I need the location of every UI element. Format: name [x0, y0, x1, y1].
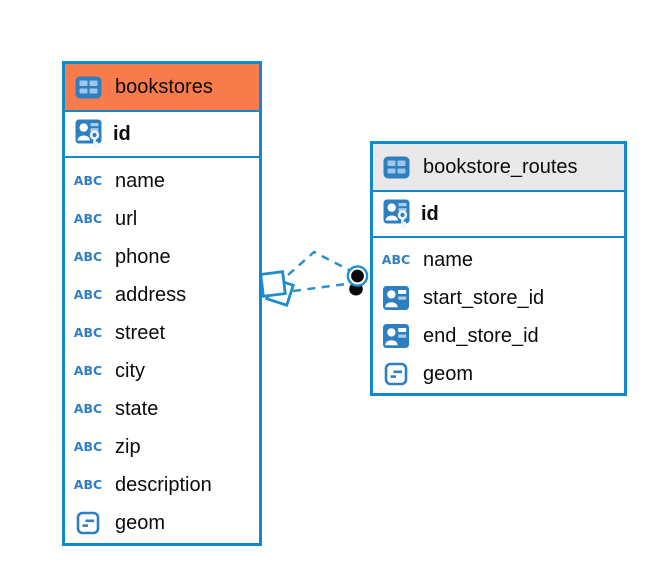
column-name: zip: [115, 435, 141, 458]
column-name: geom: [423, 362, 474, 385]
varchar-abc-icon: ABC: [73, 324, 103, 340]
foreign-key-person-icon: [381, 286, 411, 310]
table-bookstores[interactable]: bookstores id ABC: [62, 61, 262, 546]
column-name: street: [115, 321, 166, 344]
primary-key-person-icon: [73, 119, 103, 149]
table-title: bookstores: [115, 75, 213, 98]
geometry-icon: [73, 511, 103, 535]
column-name: name: [423, 248, 474, 271]
varchar-abc-icon: ABC: [73, 476, 103, 492]
column-row-pk[interactable]: id: [373, 192, 624, 238]
column-row[interactable]: ABC url: [65, 200, 259, 238]
column-list: ABC name start_store_id: [373, 238, 624, 393]
column-row[interactable]: ABC description: [65, 466, 259, 504]
column-list: ABC name ABC url ABC phone ABC address A…: [65, 158, 259, 542]
table-bookstore-routes[interactable]: bookstore_routes id ABC: [370, 141, 627, 396]
column-name: phone: [115, 245, 171, 268]
column-name: description: [115, 473, 212, 496]
varchar-abc-icon: ABC: [73, 248, 103, 264]
column-name: id: [113, 122, 131, 145]
column-name: geom: [115, 511, 166, 534]
column-name: name: [115, 169, 166, 192]
varchar-abc-icon: ABC: [73, 400, 103, 416]
varchar-abc-icon: ABC: [73, 172, 103, 188]
column-row[interactable]: ABC phone: [65, 238, 259, 276]
varchar-abc-icon: ABC: [73, 438, 103, 454]
column-row[interactable]: ABC street: [65, 314, 259, 352]
table-header[interactable]: bookstore_routes: [373, 144, 624, 192]
column-row[interactable]: ABC name: [65, 162, 259, 200]
varchar-abc-icon: ABC: [73, 286, 103, 302]
varchar-abc-icon: ABC: [381, 251, 411, 267]
overlapping-squares-icon[interactable]: [259, 270, 295, 307]
column-name: city: [115, 359, 145, 382]
column-name: id: [421, 202, 439, 225]
column-name: address: [115, 283, 187, 306]
column-row[interactable]: ABC name: [373, 241, 624, 279]
column-name: end_store_id: [423, 324, 539, 347]
column-name: url: [115, 207, 138, 230]
column-row[interactable]: ABC city: [65, 352, 259, 390]
relationship-line[interactable]: [292, 282, 347, 293]
column-row[interactable]: ABC address: [65, 276, 259, 314]
column-row[interactable]: start_store_id: [373, 279, 624, 317]
column-name: state: [115, 397, 159, 420]
column-row[interactable]: end_store_id: [373, 317, 624, 355]
table-icon: [73, 76, 103, 99]
varchar-abc-icon: ABC: [73, 210, 103, 226]
column-row[interactable]: ABC zip: [65, 428, 259, 466]
primary-key-person-icon: [381, 199, 411, 229]
foreign-key-person-icon: [381, 324, 411, 348]
column-row-pk[interactable]: id: [65, 112, 259, 158]
relationship-line[interactable]: [287, 250, 352, 276]
table-header[interactable]: bookstores: [65, 64, 259, 112]
table-title: bookstore_routes: [423, 155, 578, 178]
column-row[interactable]: geom: [373, 355, 624, 393]
table-icon: [381, 156, 411, 179]
column-name: start_store_id: [423, 286, 545, 309]
column-row[interactable]: geom: [65, 504, 259, 542]
column-row[interactable]: ABC state: [65, 390, 259, 428]
varchar-abc-icon: ABC: [73, 362, 103, 378]
geometry-icon: [381, 362, 411, 386]
black-dot-icon[interactable]: [346, 265, 369, 296]
